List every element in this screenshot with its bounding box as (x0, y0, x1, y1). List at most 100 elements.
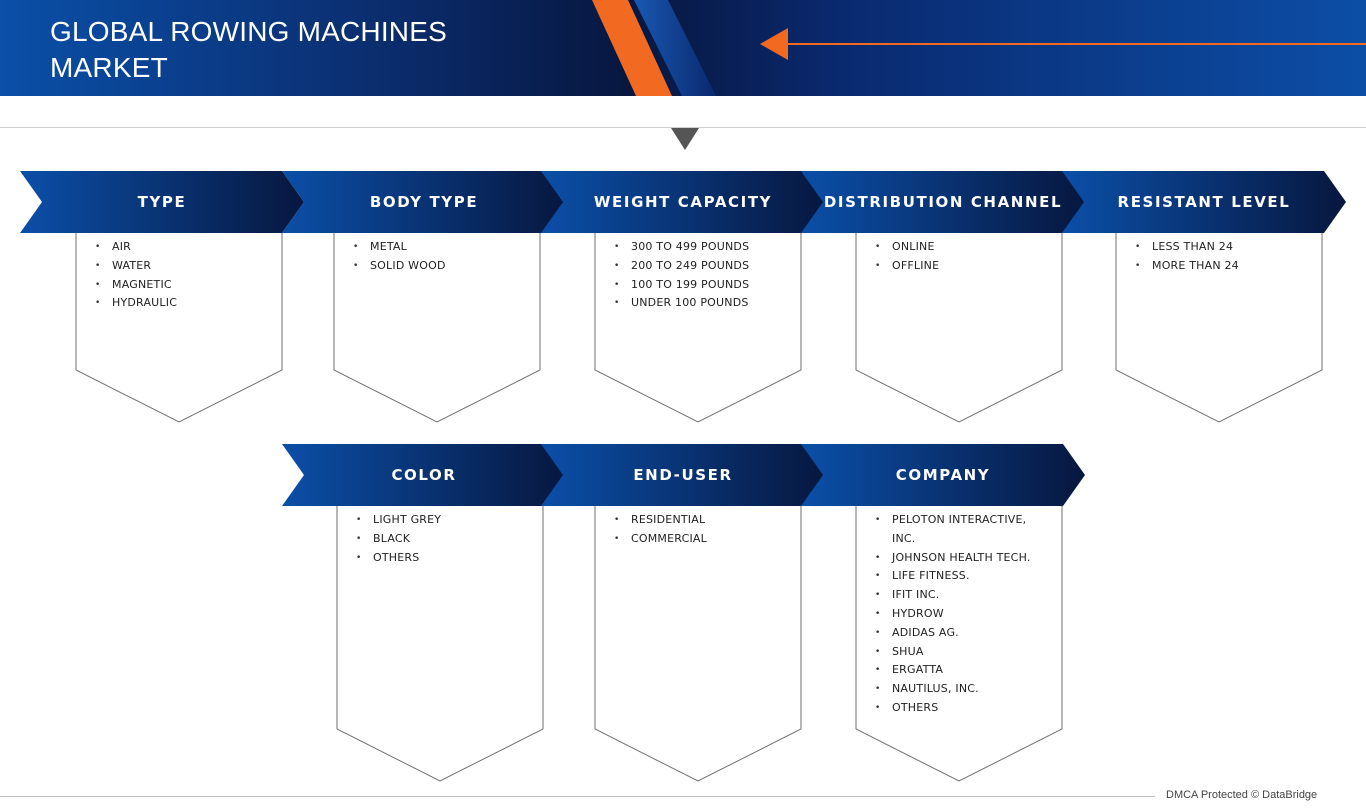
list-item: •LIFE FITNESS. (875, 567, 1047, 586)
list-item-label: OTHERS (373, 550, 420, 564)
segment-graphic (1062, 171, 1346, 423)
bullet-icon: • (875, 627, 881, 638)
segment-item-list: •AIR•WATER•MAGNETIC•HYDRAULIC (95, 238, 267, 313)
segment-header-arrow (801, 444, 1085, 506)
segment-graphic (801, 444, 1085, 782)
bullet-icon: • (614, 515, 620, 525)
list-item: •JOHNSON HEALTH TECH. (875, 549, 1047, 568)
list-item: •OTHERS (356, 549, 528, 568)
list-item: •ADIDAS AG. (875, 624, 1047, 643)
list-item-label: SHUA (892, 644, 924, 658)
segment-title: COLOR (391, 466, 457, 484)
list-item: •100 TO 199 POUNDS (614, 276, 786, 295)
bullet-icon: • (614, 298, 620, 309)
list-item: • LESS THAN 24 (1135, 238, 1307, 257)
bullet-icon: • (875, 684, 881, 695)
list-item-label: LIFE FITNESS. (892, 569, 970, 583)
list-item: •COMMERCIAL (614, 530, 786, 549)
bullet-icon: • (614, 533, 620, 544)
list-item: •BLACK (356, 530, 528, 549)
segment-header-arrow (541, 171, 825, 233)
bullet-icon: • (614, 260, 620, 271)
list-item: • SOLID WOOD (353, 257, 525, 276)
list-item-label: UNDER 100 POUNDS (631, 296, 749, 310)
bullet-icon: • (875, 260, 881, 271)
arrow-line (786, 43, 1366, 45)
segment-company: COMPANY•PELOTON INTERACTIVE, INC.•JOHNSO… (801, 444, 1087, 783)
caret-down-icon (671, 128, 699, 150)
list-item: • SHUA (875, 643, 1047, 662)
bullet-icon: • (875, 646, 881, 657)
list-item: • ERGATTA (875, 661, 1047, 680)
divider (0, 127, 1366, 128)
header-decoration (592, 0, 1366, 96)
segment-graphic (282, 444, 566, 782)
list-item-label: METAL (370, 240, 407, 253)
list-item: • OFFLINE (875, 257, 1047, 276)
bullet-icon: • (875, 590, 881, 601)
list-item-label: MAGNETIC (112, 277, 172, 291)
header-banner: GLOBAL ROWING MACHINES MARKET (0, 0, 1366, 96)
list-item-label: 300 TO 499 POUNDS (631, 240, 750, 253)
list-item-label: RESIDENTIAL (631, 513, 706, 526)
list-item-label: PELOTON INTERACTIVE, INC. (892, 513, 1027, 545)
segment-item-list: • LESS THAN 24 •MORE THAN 24 (1135, 238, 1307, 276)
list-item: • RESIDENTIAL (614, 511, 786, 530)
bullet-icon: • (95, 298, 101, 309)
segment-weight-capacity: WEIGHT CAPACITY • 300 TO 499 POUNDS • 200 TO… (541, 171, 827, 424)
bullet-icon: • (875, 665, 881, 676)
segment-header-arrow (1062, 171, 1346, 233)
page-title: GLOBAL ROWING MACHINES MARKET (50, 16, 447, 83)
list-item: •MORE THAN 24 (1135, 257, 1307, 276)
segment-graphic (541, 444, 825, 782)
segment-graphic (541, 171, 825, 423)
segment-type: TYPE•AIR•WATER•MAGNETIC•HYDRAULIC (20, 171, 306, 424)
segment-title: TYPE (137, 193, 187, 211)
list-item: •OTHERS (875, 699, 1047, 718)
bullet-icon: • (875, 242, 881, 252)
segment-item-list: •300 TO 499 POUNDS•200 TO 249 POUNDS•100… (614, 238, 786, 313)
list-item-label: 100 TO 199 POUNDS (631, 277, 750, 291)
list-item-label: LESS THAN 24 (1152, 240, 1234, 253)
segment-header-arrow (20, 171, 304, 233)
segment-title: BODY TYPE (369, 193, 479, 211)
list-item-label: JOHNSON HEALTH TECH. (892, 550, 1031, 564)
list-item: • MAGNETIC (95, 276, 267, 295)
segment-title: WEIGHT CAPACITY (593, 193, 773, 211)
list-item-label: OFFLINE (892, 258, 940, 272)
list-item: •NAUTILUS, INC. (875, 680, 1047, 699)
segment-graphic (282, 171, 566, 423)
list-item: • 200 TO 249 POUNDS (614, 257, 786, 276)
bullet-icon: • (614, 242, 620, 252)
list-item-label: ERGATTA (892, 663, 944, 677)
footer-copyright: DMCA Protected © DataBridge (1166, 789, 1318, 801)
segment-title: RESISTANT LEVEL (1117, 193, 1291, 211)
bullet-icon: • (353, 242, 359, 252)
segment-header-arrow (282, 444, 566, 506)
bullet-icon: • (875, 608, 881, 619)
bullet-icon: • (875, 515, 881, 525)
list-item-label: WATER (112, 258, 152, 272)
arrow-left-icon (760, 28, 788, 60)
list-item-label: BLACK (373, 531, 411, 545)
list-item: • METAL (353, 238, 525, 257)
segment-header-arrow (541, 444, 825, 506)
list-item: •IFIT INC. (875, 586, 1047, 605)
segment-title: COMPANY (895, 466, 991, 484)
list-item: • PELOTON INTERACTIVE, INC. (875, 511, 1047, 549)
list-item-label: MORE THAN 24 (1152, 258, 1239, 272)
list-item: • WATER (95, 257, 267, 276)
list-item-label: SOLID WOOD (370, 258, 446, 272)
segment-color: COLOR•LIGHT GREY•BLACK•OTHERS (282, 444, 568, 783)
list-item-label: 200 TO 249 POUNDS (631, 258, 750, 272)
bullet-icon: • (95, 260, 101, 271)
list-item: •ONLINE (875, 238, 1047, 257)
segment-item-list: •ONLINE•OFFLINE (875, 238, 1047, 276)
footer-divider (0, 796, 1155, 797)
bullet-icon: • (95, 279, 101, 290)
segment-header-arrow (282, 171, 566, 233)
bullet-icon: • (1135, 242, 1141, 252)
bullet-icon: • (353, 260, 359, 271)
segment-title: END-USER (633, 466, 733, 484)
segment-header-arrow (801, 171, 1085, 233)
